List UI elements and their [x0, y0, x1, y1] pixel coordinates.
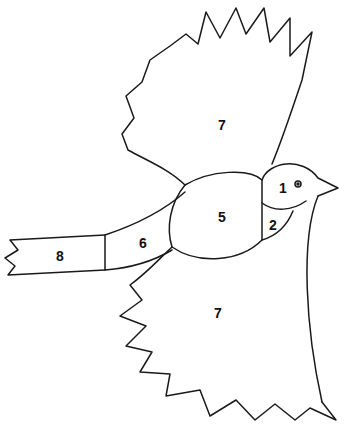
callout-number: 6: [139, 236, 147, 250]
head: [262, 164, 338, 196]
callout-number: 7: [218, 118, 226, 132]
head-divider: [262, 201, 306, 209]
belly-line: [307, 196, 322, 402]
body: [169, 172, 262, 259]
upper-wing: [122, 8, 312, 185]
callout-number: 2: [269, 218, 277, 232]
throat: [262, 211, 293, 240]
callout-number: 5: [218, 210, 226, 224]
tail: [5, 235, 105, 275]
eye: [295, 181, 301, 187]
tail-base: [105, 192, 185, 270]
pupil: [297, 183, 299, 185]
callout-number: 7: [214, 306, 222, 320]
lower-wing: [120, 247, 336, 420]
callout-number: 8: [56, 249, 64, 263]
callout-number: 1: [279, 181, 287, 195]
